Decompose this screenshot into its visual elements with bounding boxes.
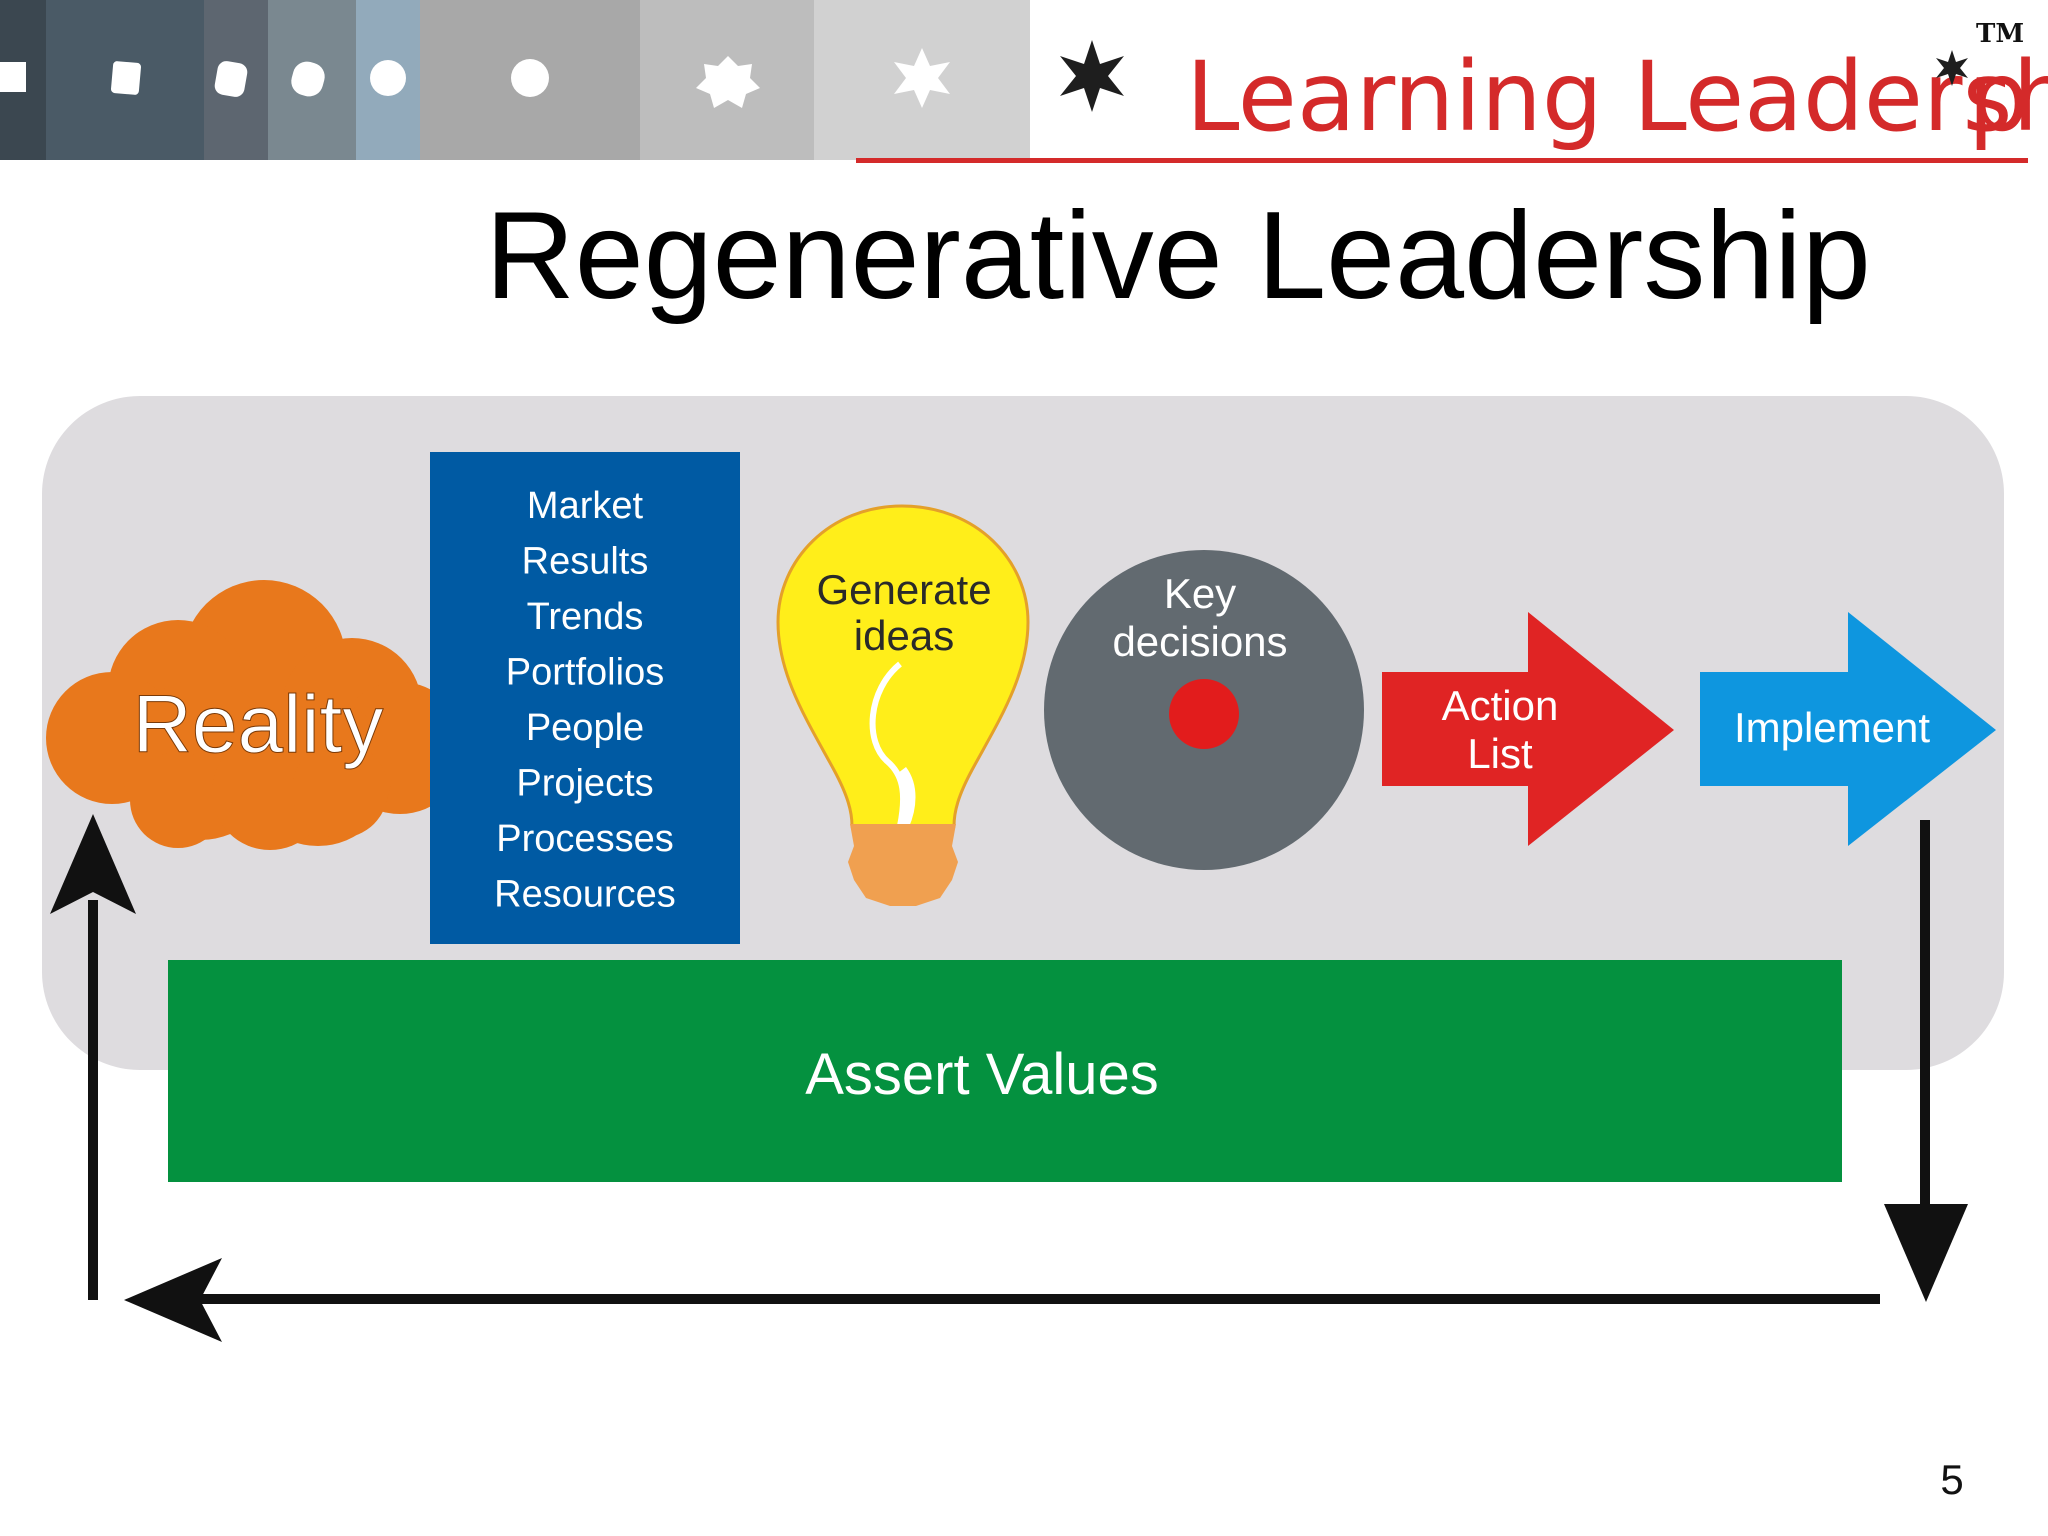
action-label-line2: List [1467, 730, 1533, 777]
factor-item: People [526, 707, 644, 749]
header-strip [0, 0, 1030, 160]
factor-item: Trends [527, 596, 644, 638]
target-dot [1169, 679, 1239, 749]
decisions-label-line1: Key [1164, 570, 1236, 617]
reality-label: Reality [133, 679, 384, 770]
brand-text-tail: p [1968, 41, 2029, 153]
page-number: 5 [1940, 1456, 1963, 1503]
action-label-line1: Action [1442, 682, 1559, 729]
ideas-label-line1: Generate [816, 566, 991, 613]
decisions-label-line2: decisions [1112, 618, 1287, 665]
ideas-label-line2: ideas [854, 612, 954, 659]
star-icon [1060, 40, 1124, 112]
factors-list: MarketResultsTrendsPortfoliosPeopleProje… [494, 485, 676, 916]
rounded-square-icon [214, 61, 248, 97]
factor-item: Market [527, 485, 644, 527]
star-icon [1936, 50, 1968, 86]
square-icon [110, 61, 142, 95]
loop-line-right [1920, 820, 1930, 1220]
values-bar [168, 960, 1842, 1182]
arrow-down-head [1884, 1204, 1968, 1302]
circle-icon [511, 59, 549, 97]
brand-underline [856, 158, 2028, 163]
arrow-up-head [50, 814, 136, 914]
implement-arrow [1700, 612, 1996, 846]
factor-item: Resources [494, 874, 676, 916]
brand-logo: Learning Leadersh p TM [856, 19, 2048, 163]
arrow-left-head [124, 1258, 222, 1342]
loop-line-bottom [180, 1294, 1880, 1304]
factor-item: Processes [496, 818, 673, 860]
circle-icon [370, 60, 406, 96]
filament [897, 767, 916, 829]
blob-star-icon [696, 56, 760, 108]
star-icon [894, 48, 950, 108]
feedback-loop [50, 814, 1968, 1342]
brand-text: Learning Leadersh [1186, 41, 2048, 153]
square-icon [0, 62, 26, 92]
factor-item: Results [522, 541, 649, 583]
factor-item: Portfolios [506, 652, 664, 694]
factor-item: Projects [516, 763, 653, 805]
implement-label: Implement [1734, 704, 1930, 751]
trademark: TM [1976, 19, 2024, 49]
rounded-square-icon [291, 61, 325, 97]
values-label: Assert Values [805, 1042, 1159, 1107]
lightbulb-icon [776, 504, 1030, 906]
filament [869, 661, 907, 827]
factors-box [430, 452, 740, 944]
action-arrow [1382, 612, 1674, 846]
slide-title: Regenerative Leadership [485, 187, 1871, 325]
loop-line-left [88, 900, 98, 1300]
